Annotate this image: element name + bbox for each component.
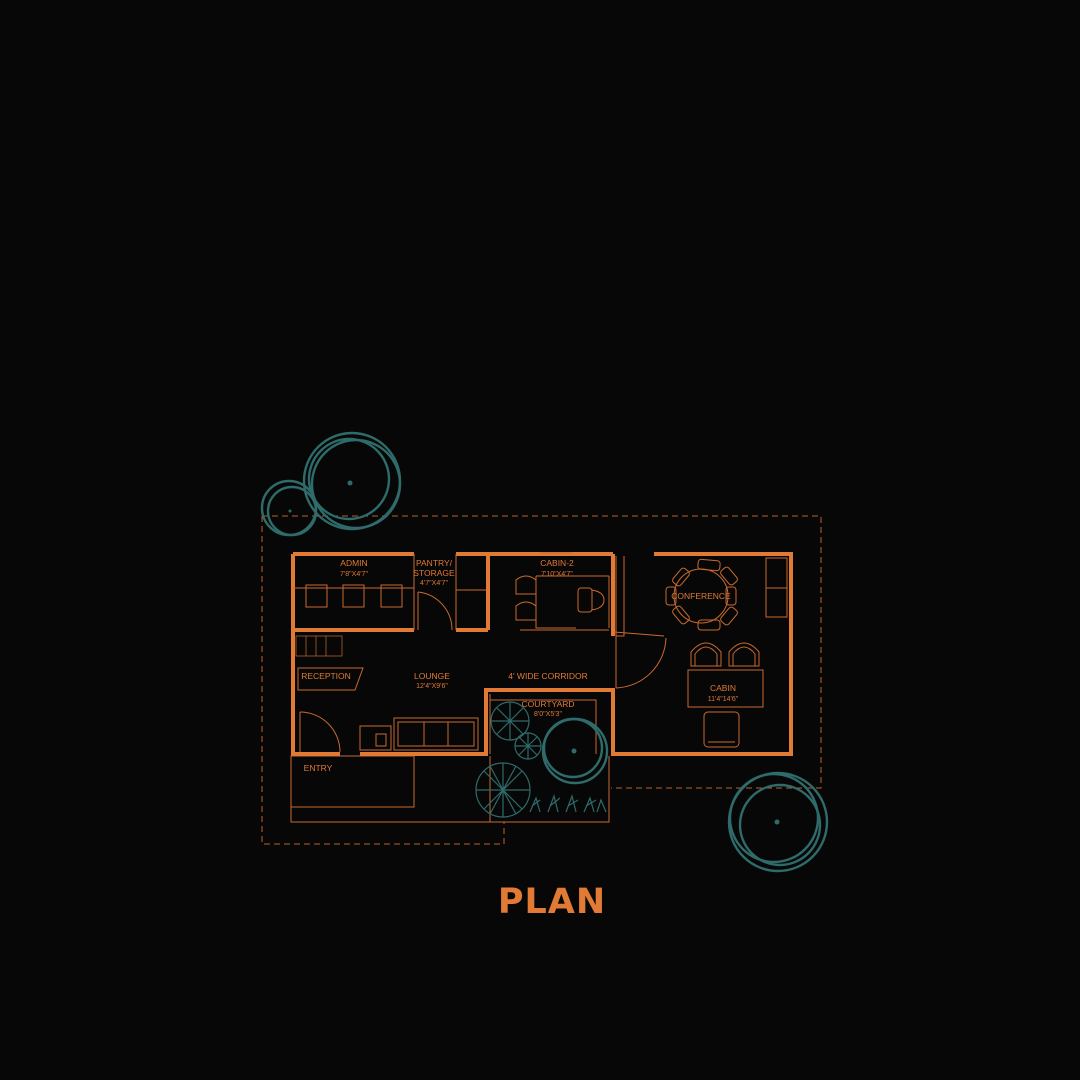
label-conference: CONFERENCE — [671, 591, 731, 601]
interior-partitions — [293, 554, 788, 754]
tree-small-top — [260, 479, 318, 537]
exterior-walls — [291, 552, 793, 756]
label-entry: ENTRY — [304, 763, 333, 773]
cabin-furniture — [687, 642, 764, 748]
dim-admin: 7'8"X4'7" — [340, 571, 368, 578]
dim-courtyard: 8'0"X5'3" — [534, 711, 562, 718]
dim-lounge: 12'4"X9'6" — [416, 683, 448, 690]
label-cabin2: CABIN-2 — [540, 558, 574, 568]
tree-large-top — [302, 431, 402, 531]
door-swings — [299, 552, 667, 753]
label-cabin: CABIN — [710, 683, 736, 693]
tree-symbols — [260, 431, 829, 873]
label-courtyard: COURTYARD — [521, 699, 574, 709]
conference-furniture — [665, 558, 738, 631]
label-reception: RECEPTION — [301, 671, 351, 681]
label-storage: STORAGE — [413, 568, 455, 578]
tree-centers — [288, 480, 780, 825]
label-lounge: LOUNGE — [414, 671, 450, 681]
lounge-furniture — [359, 717, 479, 751]
dim-cabin: 11'4"14'6" — [708, 696, 739, 703]
admin-desks — [305, 584, 403, 608]
label-corridor: 4' WIDE CORRIDOR — [508, 671, 588, 681]
label-admin: ADMIN — [340, 558, 367, 568]
cabin2-furniture — [515, 575, 605, 621]
plan-title: PLAN — [497, 882, 607, 922]
site-boundary — [261, 515, 822, 845]
dim-pantry: 4'7"X4'7" — [420, 580, 448, 587]
entry-steps — [295, 635, 343, 657]
reception-desk — [297, 667, 364, 691]
dim-cabin2: 7'10"X4'7" — [541, 571, 573, 578]
outer-site-lines — [290, 755, 610, 823]
room-labels: ADMIN 7'8"X4'7" PANTRY/ STORAGE 4'7"X4'7… — [301, 558, 739, 773]
label-pantry: PANTRY/ — [416, 558, 453, 568]
courtyard-shrubs — [475, 701, 607, 818]
